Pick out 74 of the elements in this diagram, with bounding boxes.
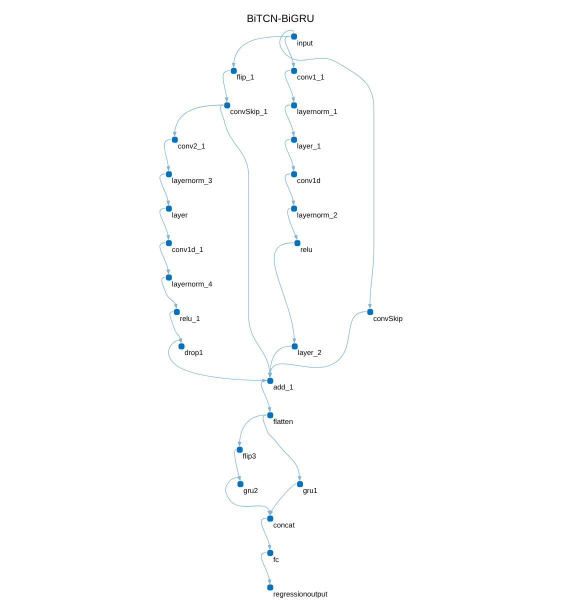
arrow xyxy=(284,174,296,206)
node-circle xyxy=(267,516,274,522)
arrow xyxy=(238,414,267,448)
node-circle xyxy=(224,102,230,108)
node-circle xyxy=(166,171,172,178)
node-circle xyxy=(291,171,298,178)
arrow xyxy=(160,208,170,240)
node-circle xyxy=(291,136,298,143)
node-label: fc xyxy=(273,554,279,564)
node-circle xyxy=(294,240,300,246)
node-label: conv1_1 xyxy=(297,72,325,82)
node-label: layernorm_3 xyxy=(172,176,212,186)
arrow xyxy=(274,242,296,344)
node-label: input xyxy=(297,38,313,48)
diagram-title: BiTCN-BiGRU xyxy=(246,13,314,26)
node-label: gru1 xyxy=(303,486,318,495)
node-label: conv1d xyxy=(297,176,320,186)
arrow xyxy=(284,36,296,68)
node-label: concat xyxy=(273,520,295,530)
arrow xyxy=(172,104,224,138)
node-circle xyxy=(237,481,244,488)
node-label: flatten xyxy=(273,417,294,426)
arrow xyxy=(262,414,302,482)
node-circle xyxy=(236,446,243,453)
arrow xyxy=(284,70,296,103)
node-circle xyxy=(267,412,274,418)
node-circle xyxy=(291,206,298,212)
node-label: gru2 xyxy=(243,486,258,495)
node-circle xyxy=(172,136,178,143)
node-circle xyxy=(291,68,298,74)
node-label: layer_1 xyxy=(297,142,321,151)
node-label: conv2_1 xyxy=(178,142,206,151)
node-circle xyxy=(166,274,172,280)
node-label: layernorm_2 xyxy=(297,210,338,220)
node-circle xyxy=(267,550,274,556)
arrow xyxy=(270,483,297,516)
node-circle xyxy=(267,378,274,384)
node-label: add_1 xyxy=(273,382,294,392)
arrow xyxy=(279,30,374,310)
arrow xyxy=(222,70,230,103)
node-circle xyxy=(166,206,172,212)
arrow xyxy=(260,552,272,585)
node-label: drop1 xyxy=(184,348,204,358)
node-label: flip_1 xyxy=(236,72,254,82)
node-label: layer_2 xyxy=(298,348,322,358)
arrow xyxy=(287,208,298,240)
arrow xyxy=(160,174,170,206)
arrow xyxy=(284,104,296,138)
node-label: layernorm_1 xyxy=(297,107,338,116)
node-label: convSkip xyxy=(373,314,403,323)
node-circle xyxy=(291,102,298,108)
node-label: relu xyxy=(300,244,312,254)
node-label: layernorm_4 xyxy=(172,279,212,288)
arrow xyxy=(161,276,178,310)
node-circle xyxy=(291,34,298,40)
node-label: convSkip_1 xyxy=(230,107,268,116)
node-circle xyxy=(367,308,374,315)
node-circle xyxy=(178,343,184,350)
node-label: conv1d_1 xyxy=(172,244,204,254)
node-circle xyxy=(292,343,298,350)
node-circle xyxy=(166,240,172,246)
arrow xyxy=(260,518,272,550)
node-label: flip3 xyxy=(242,452,256,461)
node-circle xyxy=(267,584,274,590)
arrow xyxy=(160,242,170,275)
node-label: relu_1 xyxy=(180,314,200,323)
node-label: regressionoutput xyxy=(273,589,328,598)
node-circle xyxy=(230,68,237,74)
node-circle xyxy=(174,308,180,315)
arrow xyxy=(164,139,172,172)
node-circle xyxy=(297,481,304,488)
arrow xyxy=(284,139,296,172)
node-label: layer xyxy=(172,210,188,220)
arrow xyxy=(260,380,272,413)
